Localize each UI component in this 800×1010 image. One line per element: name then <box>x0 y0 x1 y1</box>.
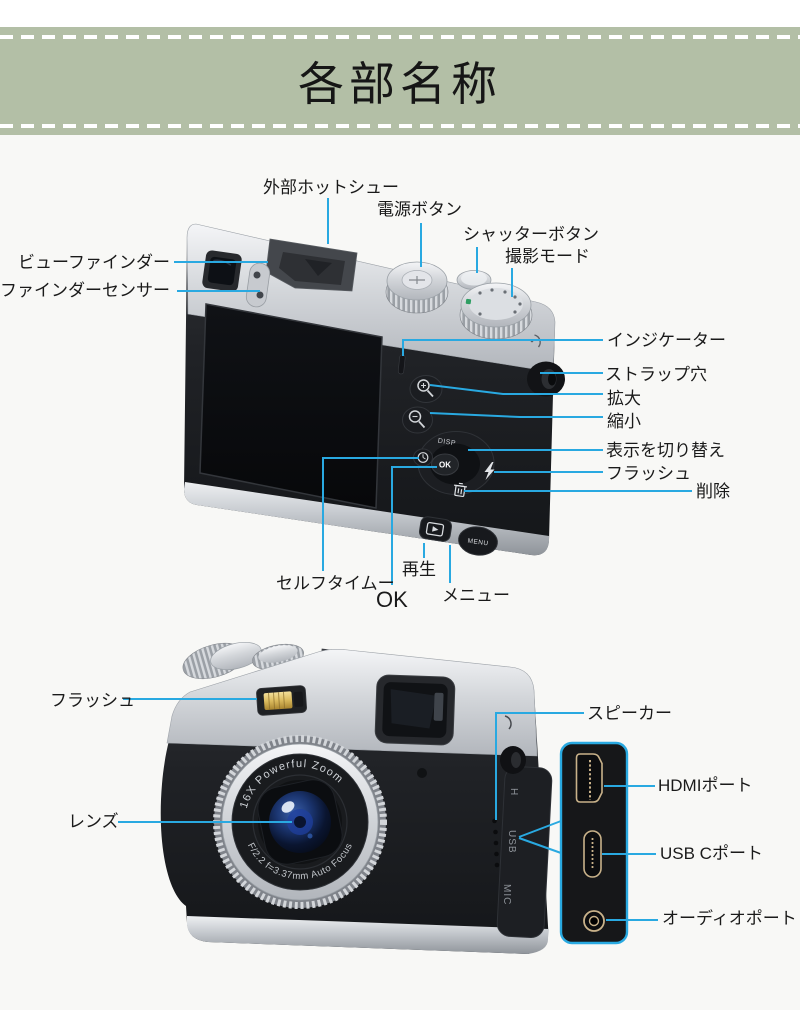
line-ok <box>391 466 437 585</box>
label-zoom-in: 拡大 <box>607 389 641 408</box>
camera-back-illustration: DISP OK <box>184 223 565 556</box>
hdmi-port-icon <box>575 753 603 803</box>
label-hot-shoe: 外部ホットシュー <box>263 178 399 197</box>
label-shooting-mode: 撮影モード <box>505 247 590 266</box>
line-indicator <box>402 339 603 356</box>
flash-window <box>256 685 307 716</box>
lens: 16X Powerful Zoom F/2.2 f=3.37mm Auto Fo… <box>213 735 387 909</box>
label-delete: 削除 <box>696 482 730 501</box>
strap-lug <box>527 361 565 397</box>
label-finder-sensor: ファインダーセンサー <box>0 281 170 300</box>
disp-marking: DISP <box>437 438 456 448</box>
speaker-holes <box>492 818 500 868</box>
magnifier-minus-icon <box>408 410 426 429</box>
dpad: DISP OK <box>417 431 495 498</box>
camera-front-illustration: 16X Powerful Zoom F/2.2 f=3.37mm Auto Fo… <box>160 641 553 954</box>
side-port-cover: H USB MIC <box>496 766 553 938</box>
label-hdmi-port: HDMIポート <box>658 776 753 795</box>
ports-panel <box>559 741 629 945</box>
power-dial <box>385 261 449 314</box>
playback-button <box>418 516 453 542</box>
label-speaker: スピーカー <box>587 704 672 723</box>
line-zoom-out <box>429 412 603 418</box>
audio-port-icon <box>583 910 605 932</box>
line-zoom-in <box>429 384 603 395</box>
playback-icon <box>425 521 445 537</box>
header-band: 各部名称 <box>0 27 800 135</box>
label-self-timer: セルフタイムー <box>276 574 395 593</box>
label-flash-front: フラッシュ <box>50 691 135 710</box>
dashed-divider-bottom <box>0 124 800 128</box>
viewfinder-eyepiece <box>202 250 242 292</box>
label-lens: レンズ <box>68 812 119 831</box>
flash-icon <box>484 462 495 480</box>
label-ok: OK <box>376 587 408 612</box>
label-usb-c-port: USB Cポート <box>660 844 763 863</box>
front-speaker-mark-icon <box>504 715 512 730</box>
line-panel-flare <box>518 820 562 854</box>
menu-button: MENU <box>458 526 498 556</box>
front-strap-lug <box>500 746 526 774</box>
front-viewfinder-window <box>374 674 456 746</box>
top-margin <box>0 0 800 27</box>
label-power-button: 電源ボタン <box>377 200 462 219</box>
side-usb-marking: USB <box>506 830 517 854</box>
usb-c-port-icon <box>583 830 602 878</box>
label-indicator: インジケーター <box>607 331 726 350</box>
leader-lines <box>118 198 692 921</box>
label-viewfinder: ビューファインダー <box>18 253 170 272</box>
label-flash-back: フラッシュ <box>606 464 691 483</box>
side-mic-marking: MIC <box>501 884 512 905</box>
page-title: 各部名称 <box>298 58 502 110</box>
mode-dial <box>459 282 533 340</box>
label-strap-hole: ストラップ穴 <box>605 365 707 384</box>
label-audio-port: オーディオポート <box>662 909 797 928</box>
dashed-divider-top <box>0 35 800 39</box>
label-playback: 再生 <box>402 560 436 579</box>
label-display-toggle: 表示を切り替え <box>606 441 725 460</box>
ok-button-marking: OK <box>439 461 451 470</box>
side-hdmi-marking: H <box>508 788 519 795</box>
menu-button-marking: MENU <box>467 538 489 548</box>
label-menu: メニュー <box>442 586 510 605</box>
magnifier-plus-icon <box>417 379 434 398</box>
label-shutter-button: シャッターボタン <box>463 225 599 244</box>
zoom-out-button <box>402 406 433 434</box>
finder-sensor <box>245 262 271 308</box>
zoom-in-button <box>409 375 443 403</box>
hot-shoe <box>265 238 358 292</box>
label-zoom-out: 縮小 <box>607 412 641 431</box>
lcd-screen <box>199 303 383 509</box>
line-self-timer <box>322 457 419 571</box>
mic-hole <box>417 768 427 778</box>
line-speaker <box>495 712 584 820</box>
